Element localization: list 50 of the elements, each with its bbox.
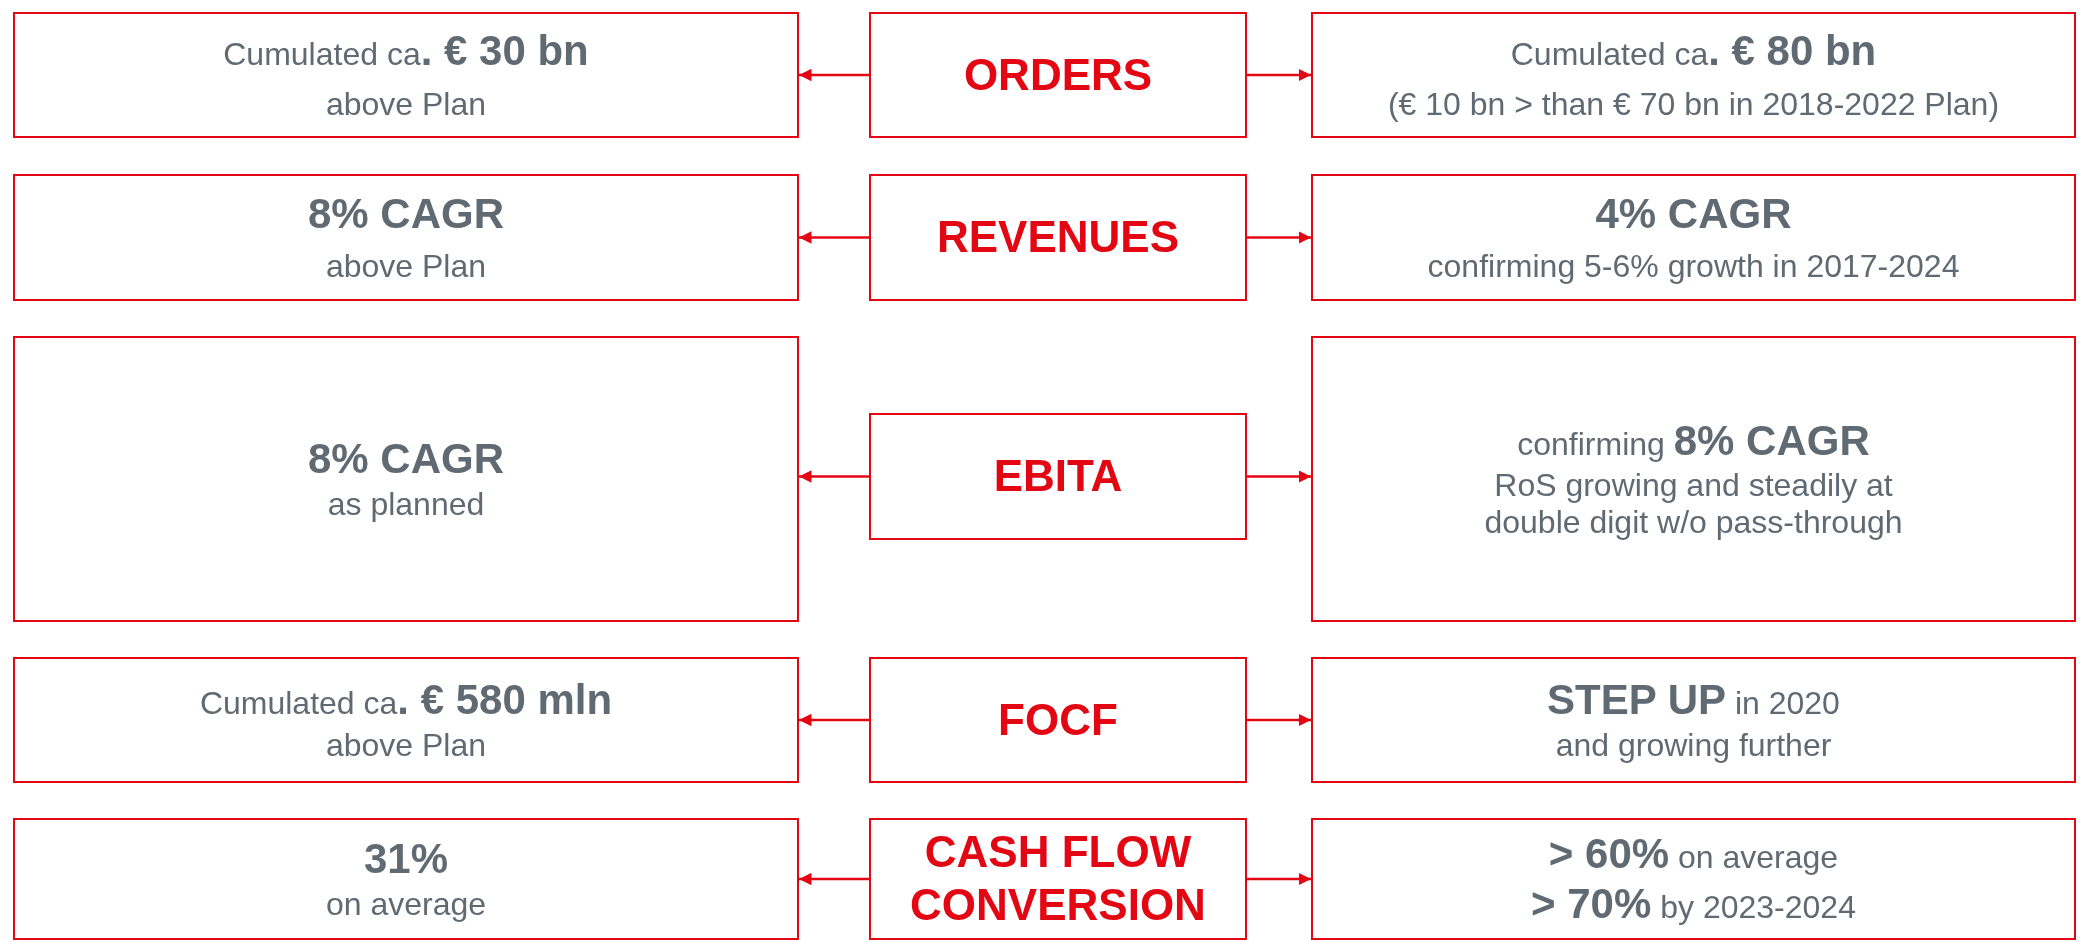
arrow	[799, 231, 869, 244]
arrow	[799, 872, 869, 886]
arrow	[1247, 713, 1311, 727]
value-text: above Plan	[325, 85, 487, 123]
metric-box	[869, 12, 1247, 138]
value-box	[13, 657, 799, 783]
value-text: 31%	[363, 835, 449, 884]
metric-label: FOCF	[998, 693, 1118, 746]
metric-label: CASH FLOW CONVERSION	[909, 826, 1207, 931]
value-box	[1311, 12, 2076, 138]
value-text: STEP UP in 2020	[1547, 676, 1840, 725]
value-text: 4% CAGR	[1595, 189, 1792, 239]
value-box	[1311, 657, 2076, 783]
value-box	[13, 12, 799, 138]
metric-box	[869, 174, 1247, 301]
value-text: Cumulated ca. € 80 bn	[1510, 27, 1877, 76]
value-text: and growing further	[1555, 726, 1832, 764]
arrow	[799, 470, 869, 483]
value-text: above Plan	[325, 726, 487, 764]
value-text: (€ 10 bn > than € 70 bn in 2018-2022 Plan)	[1387, 85, 2000, 123]
value-text: 8% CAGR	[307, 435, 504, 484]
value-box	[13, 174, 799, 301]
value-text: 8% CAGR	[307, 189, 504, 239]
value-text: > 70% by 2023-2024	[1531, 880, 1856, 929]
metric-label: EBITA	[993, 450, 1123, 503]
value-box	[13, 818, 799, 940]
value-box	[1311, 818, 2076, 940]
value-text: above Plan	[325, 248, 487, 286]
value-text: RoS growing and steadily at double digit w/o pass-through	[1483, 467, 1904, 541]
value-text: > 60% on average	[1548, 829, 1839, 878]
value-box	[1311, 336, 2076, 622]
metric-box	[869, 818, 1247, 940]
arrow	[799, 713, 869, 727]
metric-label: ORDERS	[963, 48, 1153, 101]
value-text: Cumulated ca. € 580 mln	[199, 676, 613, 725]
value-text: Cumulated ca. € 30 bn	[223, 27, 589, 76]
arrow	[1247, 872, 1311, 886]
metric-box	[869, 657, 1247, 783]
value-text: confirming 5-6% growth in 2017-2024	[1427, 248, 1960, 286]
value-box	[13, 336, 799, 622]
value-text: on average	[325, 885, 487, 923]
arrow	[1247, 470, 1311, 483]
arrow	[1247, 68, 1311, 82]
arrow	[799, 68, 869, 82]
value-text: confirming 8% CAGR	[1517, 417, 1870, 466]
value-text: as planned	[327, 485, 485, 523]
metric-box	[869, 413, 1247, 540]
metric-label: REVENUES	[936, 211, 1180, 264]
value-box	[1311, 174, 2076, 301]
arrow	[1247, 231, 1311, 244]
